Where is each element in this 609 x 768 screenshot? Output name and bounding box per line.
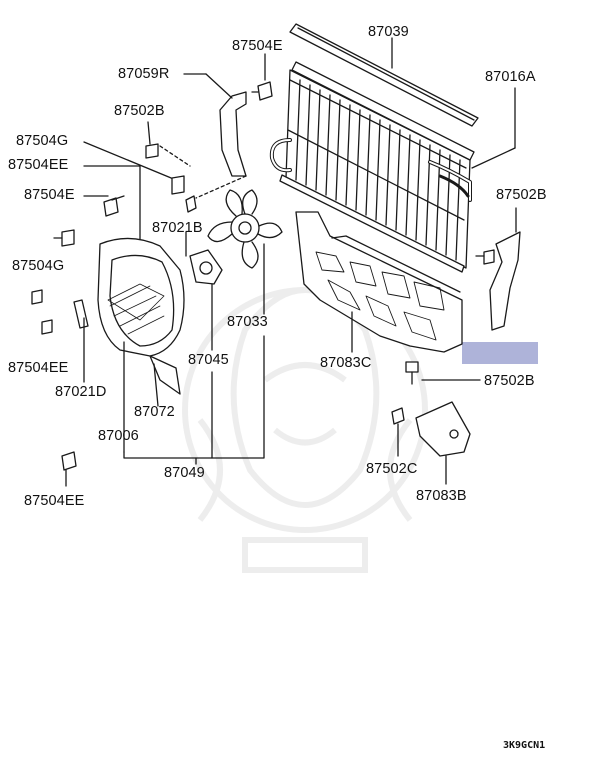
bolt-left-2 bbox=[31, 289, 43, 305]
bracket-right bbox=[489, 231, 521, 331]
clip-87021D bbox=[73, 299, 89, 329]
condenser-core bbox=[279, 61, 475, 273]
label-87502B-right: 87502B bbox=[496, 187, 547, 203]
clip-87502C bbox=[391, 407, 405, 425]
label-87083B: 87083B bbox=[416, 488, 467, 504]
label-87072: 87072 bbox=[134, 404, 175, 420]
label-87502B-lower: 87502B bbox=[484, 373, 535, 389]
label-87504E-left: 87504E bbox=[24, 187, 75, 203]
label-87021B: 87021B bbox=[152, 220, 203, 236]
drawing-code: 3K9GCN1 bbox=[503, 740, 546, 751]
bolt-87504E-top bbox=[251, 81, 273, 101]
clip-87021B bbox=[185, 195, 197, 213]
bolt-87504G-left bbox=[61, 229, 75, 247]
bolt-left-3 bbox=[41, 319, 53, 335]
plate-87083B bbox=[415, 401, 471, 457]
bolt-87504G-top bbox=[171, 175, 185, 195]
label-87502B-top: 87502B bbox=[114, 103, 165, 119]
watermark-emblem bbox=[182, 287, 428, 573]
bolt-87504E-left bbox=[103, 197, 119, 217]
label-87039: 87039 bbox=[368, 24, 409, 40]
fan-blade bbox=[207, 189, 283, 269]
highlighted-part[interactable] bbox=[462, 342, 538, 364]
bolt-87504EE-bottom bbox=[61, 451, 77, 471]
label-87016A: 87016A bbox=[485, 69, 536, 85]
label-87033: 87033 bbox=[227, 314, 268, 330]
label-87049: 87049 bbox=[164, 465, 205, 481]
top-seal-bar bbox=[289, 23, 479, 127]
label-87021D: 87021D bbox=[55, 384, 107, 400]
label-87504EE-top: 87504EE bbox=[8, 157, 69, 173]
bolt-87502B-lower bbox=[405, 361, 419, 373]
bracket-87059R bbox=[219, 91, 247, 177]
label-87504EE-bottom: 87504EE bbox=[24, 493, 85, 509]
label-87045: 87045 bbox=[188, 352, 229, 368]
label-87083C: 87083C bbox=[320, 355, 372, 371]
bolt-87502B-right bbox=[483, 249, 495, 265]
label-87059R: 87059R bbox=[118, 66, 170, 82]
label-87504G-top: 87504G bbox=[16, 133, 69, 149]
label-87504EE-mid: 87504EE bbox=[8, 360, 69, 376]
label-87006: 87006 bbox=[98, 428, 139, 444]
label-87502C: 87502C bbox=[366, 461, 418, 477]
label-87504G-left: 87504G bbox=[12, 258, 65, 274]
bolt-87502B-top bbox=[145, 143, 159, 159]
label-87504E-top: 87504E bbox=[232, 38, 283, 54]
